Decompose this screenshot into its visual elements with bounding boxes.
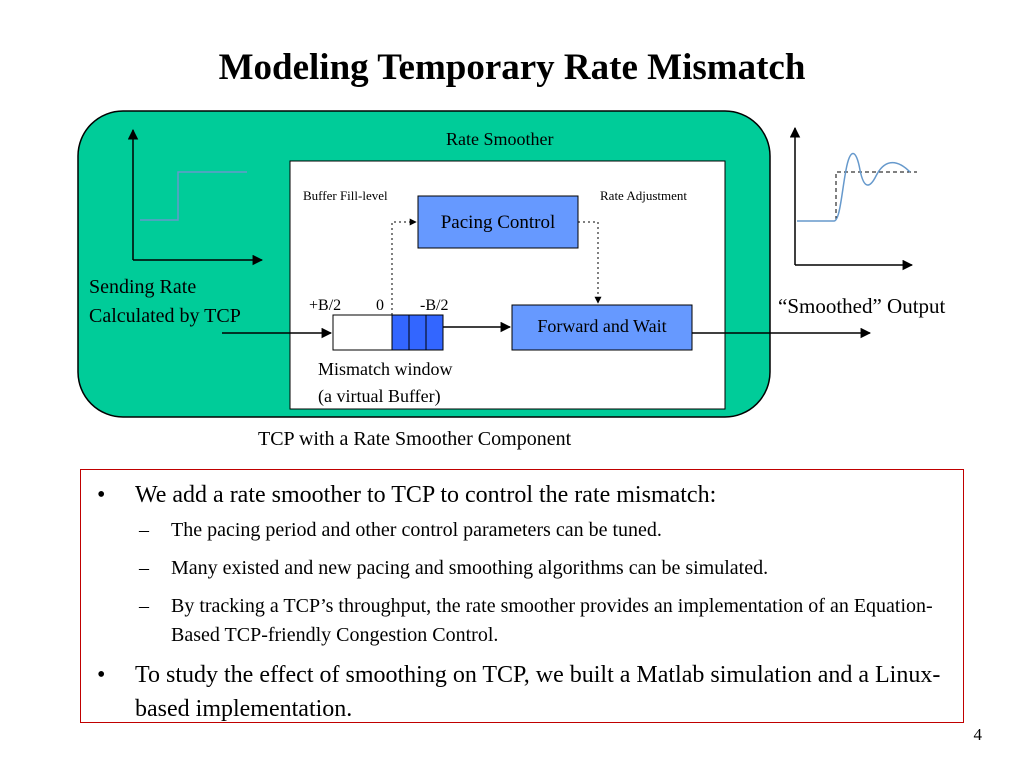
slide-title: Modeling Temporary Rate Mismatch (218, 47, 806, 88)
pacing-control-label: Pacing Control (440, 212, 556, 233)
diagram-caption: TCP with a Rate Smoother Component (258, 428, 572, 450)
sub-bullet-item: – Many existed and new pacing and smooth… (91, 554, 953, 583)
mismatch-window-label: Mismatch window (318, 359, 453, 379)
zero-label: 0 (376, 297, 384, 314)
smoothed-output-graph (789, 126, 917, 271)
bullet-text: The pacing period and other control para… (171, 519, 662, 541)
rate-adjustment-label: Rate Adjustment (600, 188, 688, 203)
bullet-text: To study the effect of smoothing on TCP,… (135, 662, 941, 722)
bullet-item: • To study the effect of smoothing on TC… (91, 658, 953, 726)
bullet-text: By tracking a TCP’s throughput, the rate… (171, 595, 933, 646)
pacing-control-box (417, 195, 579, 249)
forward-and-wait-label: Forward and Wait (537, 316, 667, 336)
bullet-marker: – (139, 595, 149, 617)
bullet-marker: – (139, 519, 149, 541)
sub-bullet-item: – The pacing period and other control pa… (91, 516, 953, 545)
plus-b2-label: +B/2 (309, 297, 342, 314)
rate-smoother-label: Rate Smoother (446, 129, 554, 149)
calculated-by-tcp-label: Calculated by TCP (89, 305, 241, 327)
bullet-text: Many existed and new pacing and smoothin… (171, 557, 769, 579)
minus-b2-label: -B/2 (420, 297, 449, 314)
bullet-marker: • (97, 662, 106, 688)
buffer-fill-level-label: Buffer Fill-level (303, 188, 388, 203)
virtual-buffer-label: (a virtual Buffer) (318, 386, 441, 406)
bullet-list: • We add a rate smoother to TCP to contr… (80, 469, 964, 723)
sending-rate-label: Sending Rate (89, 276, 197, 298)
bullet-marker: • (97, 482, 106, 508)
sub-bullet-item: – By tracking a TCP’s throughput, the ra… (91, 592, 953, 650)
bullet-text: We add a rate smoother to TCP to control… (135, 482, 717, 508)
bullet-item: • We add a rate smoother to TCP to contr… (91, 478, 953, 512)
smoothed-output-label: “Smoothed” Output (778, 294, 946, 318)
bullet-marker: – (139, 557, 149, 579)
sending-rate-graph (127, 128, 264, 266)
forward-and-wait-box (511, 304, 693, 351)
page-number: 4 (973, 725, 983, 744)
mismatch-window-buffer (332, 314, 444, 351)
